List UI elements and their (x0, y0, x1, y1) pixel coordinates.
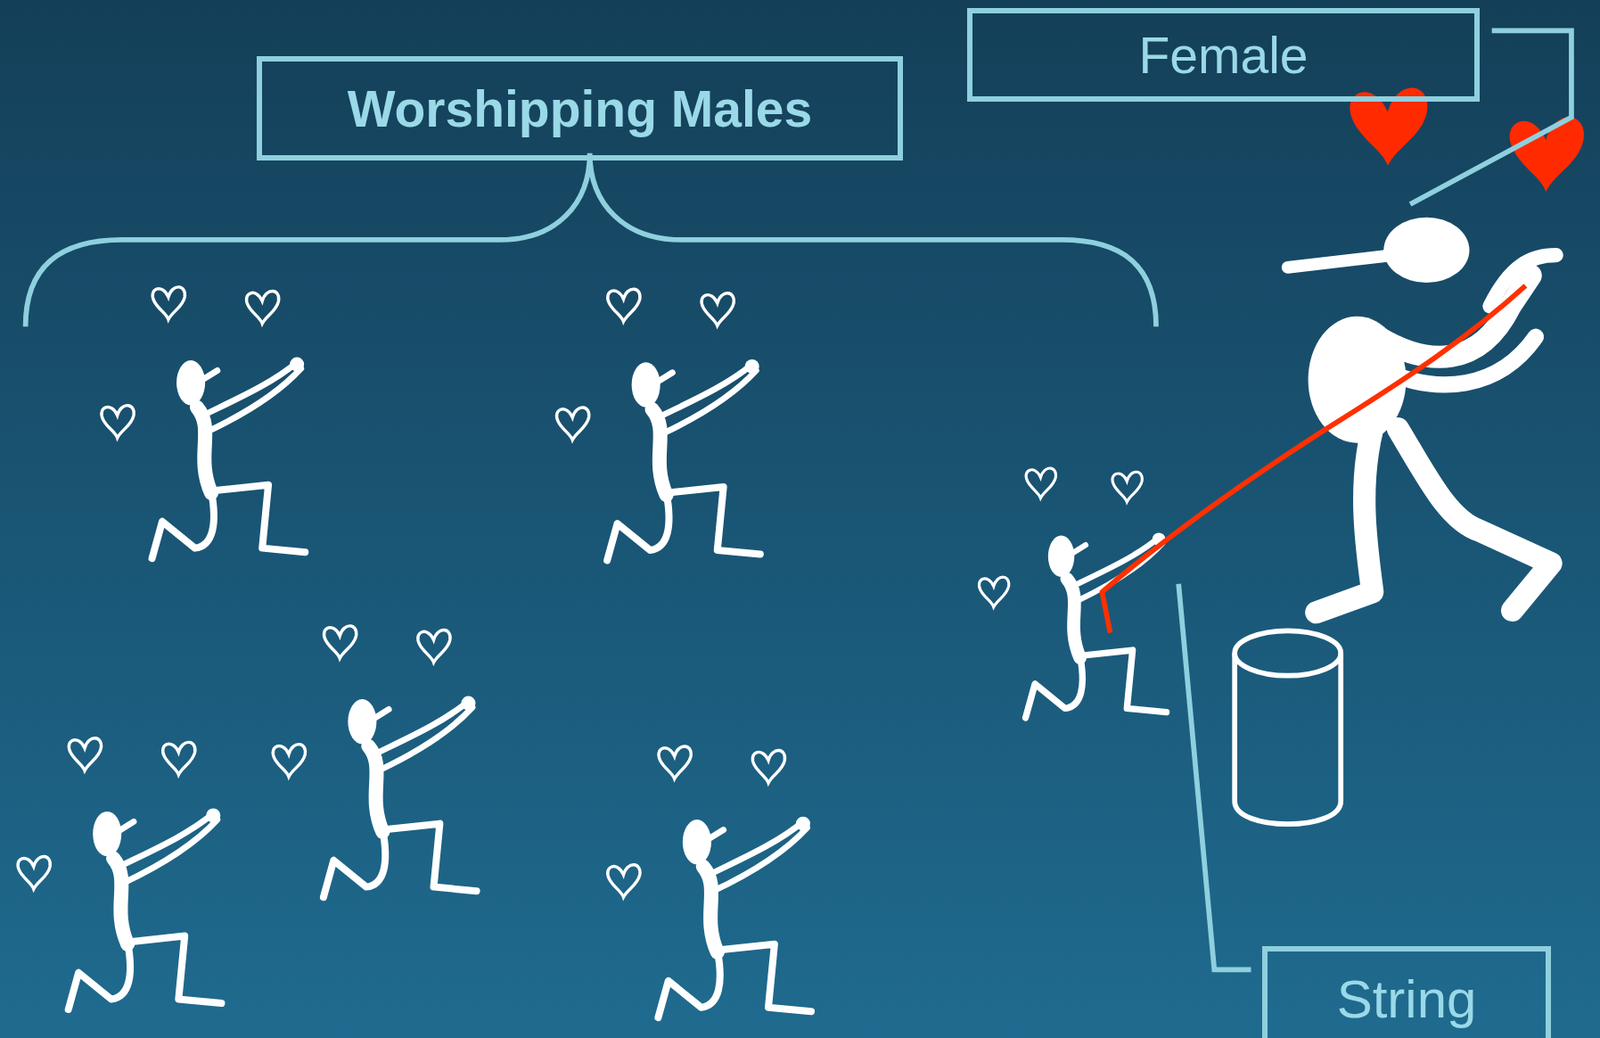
kneeling-male (978, 467, 1166, 718)
label-box: String (1262, 945, 1551, 1038)
leader-line (1410, 30, 1572, 205)
string-line (1101, 285, 1526, 632)
label-text: Worshipping Males (347, 79, 813, 139)
female-figure (1288, 217, 1557, 613)
kneeling-male (607, 746, 812, 1018)
label-text: String (1337, 968, 1477, 1030)
kneeling-male (101, 287, 305, 558)
can-symbol (1234, 630, 1341, 824)
leader-line (1178, 583, 1251, 970)
label-text: Female (1138, 25, 1308, 85)
kneeling-male (17, 738, 222, 1010)
kneeling-male (557, 288, 761, 560)
group-brace (25, 153, 1157, 328)
group-label-box: Worshipping Males (256, 56, 903, 161)
kneeling-male (272, 625, 476, 897)
label-box: Female (967, 8, 1480, 102)
